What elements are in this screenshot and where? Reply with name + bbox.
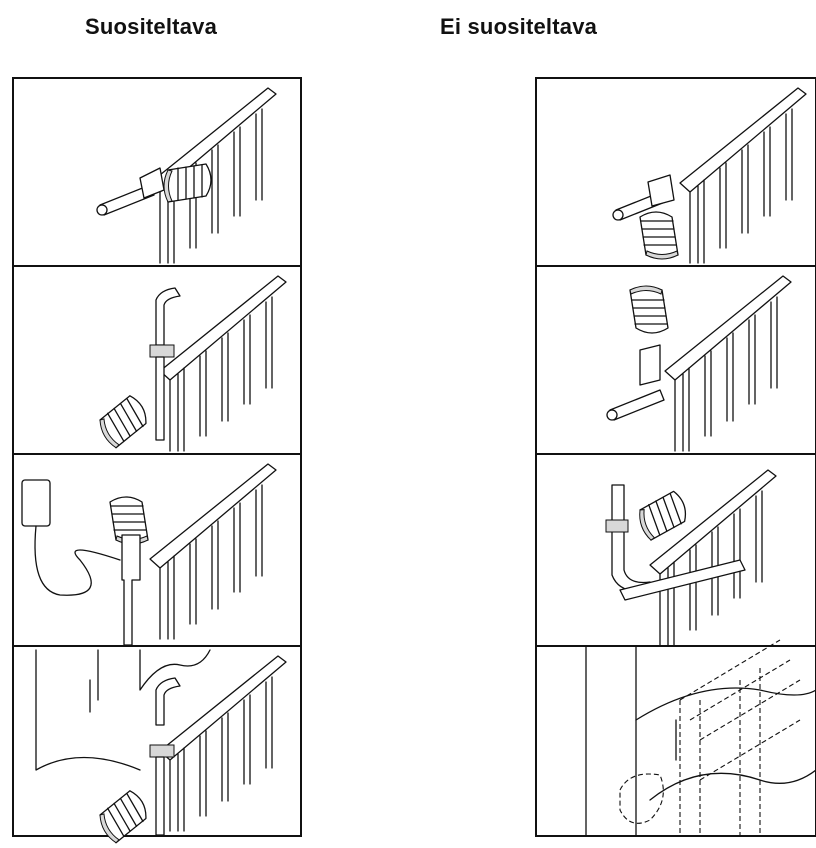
heading-recommended: Suositeltava bbox=[85, 14, 218, 39]
panel-recommended-3 bbox=[12, 453, 302, 647]
panel-recommended-4 bbox=[12, 645, 302, 846]
panel-recommended-1 bbox=[12, 77, 302, 267]
panel-not-recommended-3 bbox=[535, 453, 816, 647]
panel-not-recommended-4 bbox=[535, 639, 816, 837]
panel-not-recommended-1 bbox=[535, 77, 816, 267]
heading-not-recommended: Ei suositeltava bbox=[440, 14, 598, 39]
panel-not-recommended-2 bbox=[535, 265, 816, 455]
panel-recommended-2 bbox=[12, 265, 302, 455]
